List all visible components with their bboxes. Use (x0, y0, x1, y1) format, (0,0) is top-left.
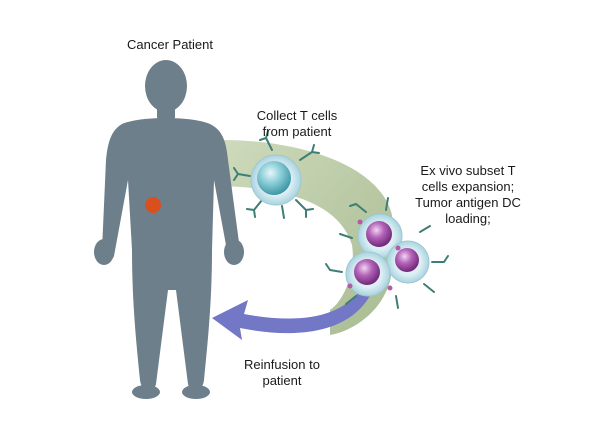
dendritic-cell-icon (386, 240, 430, 284)
t-cell-icon (233, 130, 320, 219)
dendritic-cell-icon (357, 213, 403, 259)
tumor-icon (145, 197, 161, 213)
dc-cell-cluster (325, 197, 449, 309)
dendritic-cell-icon (345, 251, 391, 297)
human-silhouette-icon (94, 60, 244, 399)
reinfusion-step-label: Reinfusion to patient (244, 357, 320, 388)
return-arrow-icon (212, 290, 372, 340)
expansion-step-label: Ex vivo subset T cells expansion; Tumor … (415, 163, 521, 226)
collect-step-label: Collect T cells from patient (256, 108, 338, 139)
diagram-title: Cancer Patient (127, 37, 213, 52)
